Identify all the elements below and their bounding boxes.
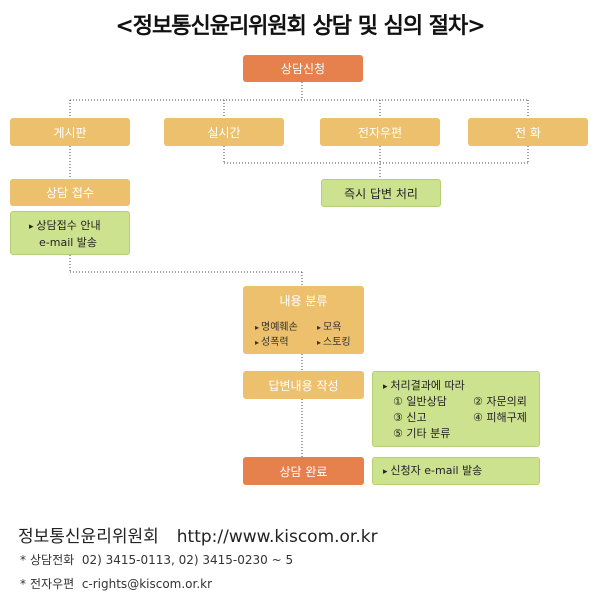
node-request: 상담신청 (243, 55, 363, 82)
compose-note-item-4: ④ 피해구제 (473, 411, 527, 424)
footer-phone-line: * 상담전화 02) 3415-0113, 02) 3415-0230 ~ 5 (20, 551, 293, 568)
classify-item-insult: 모욕 (317, 318, 341, 333)
complete-note-text: 신청자 e-mail 발송 (383, 463, 539, 480)
node-realtime: 실시간 (164, 118, 284, 146)
node-complete: 상담 완료 (243, 457, 364, 485)
footer-org-line: 정보통신윤리위원회 http://www.kiscom.or.kr (18, 522, 378, 547)
node-classify: 내용 분류 명예훼손 모욕 성폭력 스토킹 (243, 286, 364, 354)
classify-item-sexual-violence: 성폭력 (255, 333, 289, 348)
footer-phone-value: 02) 3415-0113, 02) 3415-0230 ~ 5 (81, 553, 294, 567)
footer-phone-label: 상담전화 (30, 553, 75, 567)
classify-item-defamation: 명예훼손 (255, 318, 298, 333)
compose-note-item-1: ① 일반상담 (393, 395, 447, 408)
compose-note: 처리결과에 따라 ① 일반상담 ② 자문의뢰 ③ 신고 ④ 피해구제 ⑤ 기타 … (372, 371, 540, 447)
classify-title: 내용 분류 (279, 294, 328, 308)
footer-org-name: 정보통신윤리위원회 (18, 527, 159, 547)
footer-email-label: 전자우편 (30, 577, 75, 591)
node-phone: 전 화 (468, 118, 588, 146)
node-compose: 답변내용 작성 (243, 371, 364, 399)
node-board: 게시판 (10, 118, 130, 146)
compose-note-item-2: ② 자문의뢰 (473, 395, 527, 408)
complete-note: 신청자 e-mail 발송 (372, 457, 540, 485)
footer-url[interactable]: http://www.kiscom.or.kr (176, 527, 378, 547)
receipt-note: 상담접수 안내 e-mail 발송 (10, 211, 130, 255)
footer-phone-bullet: * (20, 553, 26, 567)
compose-note-heading: 처리결과에 따라 (383, 378, 464, 395)
footer-email-bullet: * (20, 577, 26, 591)
compose-note-item-3: ③ 신고 (393, 411, 427, 424)
node-receipt: 상담 접수 (10, 179, 130, 206)
classify-item-stalking: 스토킹 (317, 333, 351, 348)
receipt-note-line-1: 상담접수 안내 (29, 218, 129, 235)
receipt-note-line-2: e-mail 발송 (39, 236, 98, 249)
node-email: 전자우편 (320, 118, 440, 146)
footer-email-value[interactable]: c-rights@kiscom.or.kr (81, 577, 213, 591)
node-immediate: 즉시 답변 처리 (321, 179, 441, 207)
compose-note-item-5: ⑤ 기타 분류 (393, 427, 451, 440)
page-title: <정보통신윤리위원회 상담 및 심의 절차> (115, 14, 485, 39)
footer-email-line: * 전자우편 c-rights@kiscom.or.kr (20, 575, 212, 592)
